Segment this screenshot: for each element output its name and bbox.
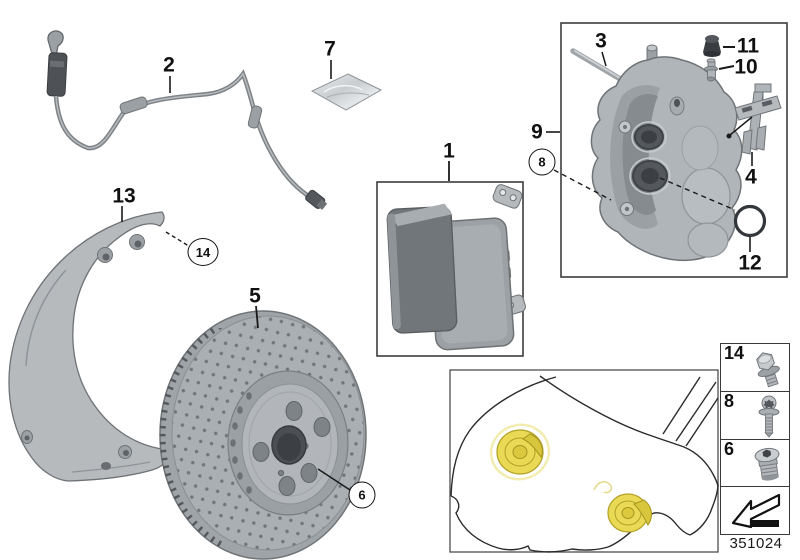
hex-flange-bolt-icon [756, 352, 780, 388]
callout-disc-set-screw: 6 [348, 481, 376, 509]
legend-label-6: 6 [724, 438, 735, 459]
callout-bleeder-dust-cap: 11 [736, 34, 760, 58]
callout-caliper-mount-bolt: 8 [528, 148, 556, 176]
callout-dust-shield: 13 [112, 184, 136, 208]
brake-pads [376, 161, 526, 357]
brake-caliper-group [546, 22, 788, 278]
callout-guide-pin: 3 [595, 29, 607, 53]
brake-disc [159, 305, 367, 560]
highlighted-brake-right [593, 481, 652, 533]
caliper-box [560, 22, 788, 278]
legend-label-8: 8 [724, 390, 735, 411]
countersunk-plug-screw-icon [754, 448, 780, 481]
guide-pin [570, 48, 630, 86]
callout-o-ring: 12 [738, 251, 762, 275]
pads-box [376, 181, 524, 357]
legend-label-14: 14 [724, 343, 745, 363]
wear-sensor-cable [46, 30, 328, 210]
doc-number: 351024 [729, 535, 783, 552]
anti-rattle-clip [726, 83, 782, 166]
legend-row-caliper-bolt: 8 [721, 390, 789, 439]
callout-brake-caliper: 9 [531, 120, 543, 144]
grease-packet [310, 60, 383, 111]
fastener-legend: 14 8 [720, 343, 790, 535]
bleeder-dust-cap [703, 35, 735, 57]
car-outline [450, 375, 719, 553]
dust-shield [8, 206, 193, 482]
direction-of-travel-arrow-icon [731, 493, 781, 529]
highlighted-brake-left [489, 423, 551, 481]
car-box [449, 369, 719, 553]
o-ring [659, 177, 767, 252]
car-overview [449, 369, 719, 553]
legend-row-shield-bolt: 14 [721, 343, 789, 391]
bleeder-valve [704, 58, 735, 82]
callout-wear-sensor: 2 [163, 53, 175, 77]
legend-row-direction [721, 486, 789, 534]
callout-grease-packet: 7 [324, 37, 336, 61]
callout-shield-bolt: 14 [187, 238, 219, 266]
torx-washer-bolt-icon [758, 395, 780, 438]
callout-brake-disc: 5 [249, 284, 261, 308]
callout-bleeder-valve: 10 [734, 55, 758, 79]
callout-anti-rattle-clip: 4 [745, 165, 757, 189]
legend-row-disc-screw: 6 [721, 438, 789, 487]
callout-brake-pads: 1 [443, 139, 455, 163]
caliper-body [546, 44, 743, 262]
